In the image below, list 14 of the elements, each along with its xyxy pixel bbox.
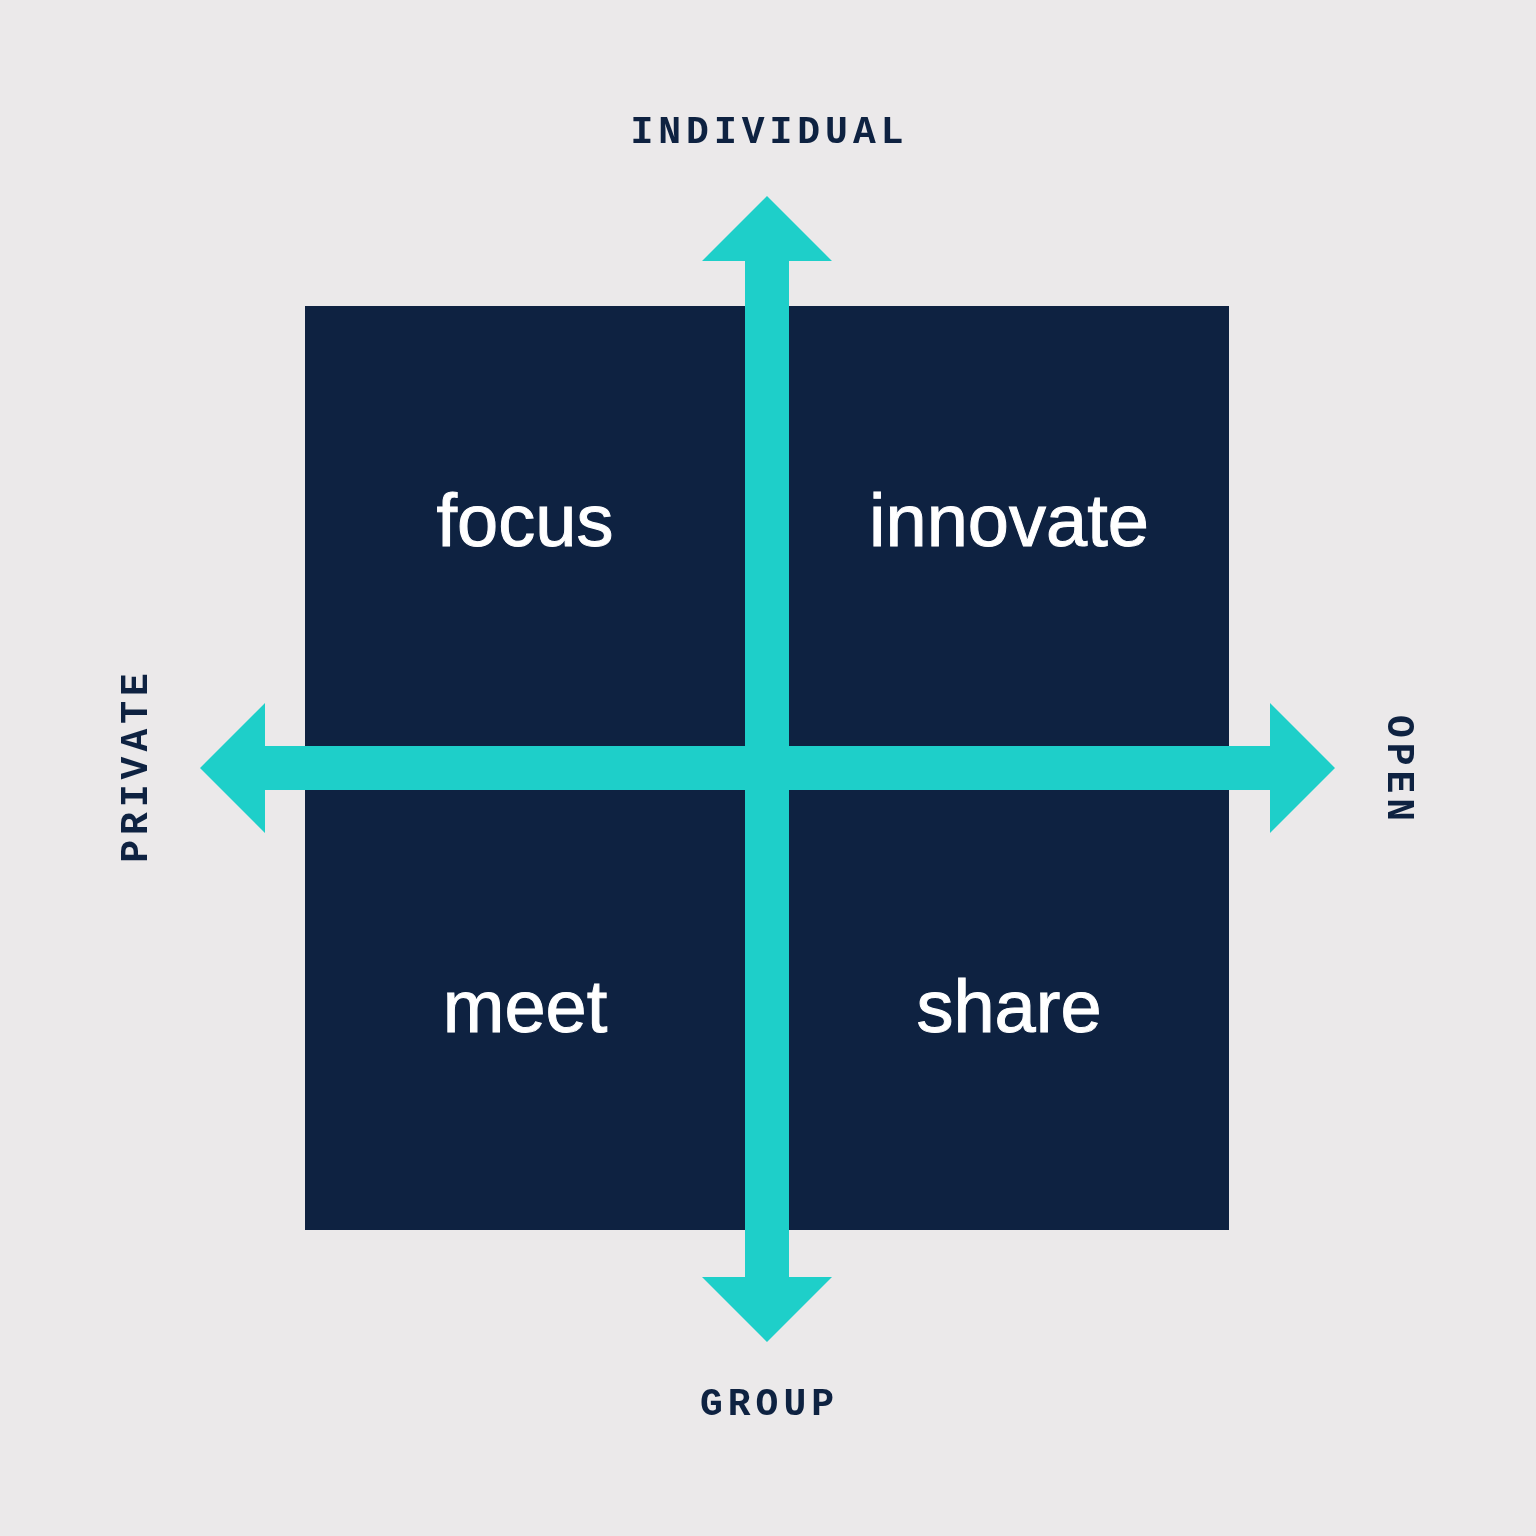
axis-label: PRIVATE <box>118 668 156 868</box>
double-headed-arrow <box>200 703 1335 833</box>
quadrant-panel <box>305 790 745 1230</box>
double-headed-arrow <box>702 196 832 1342</box>
quadrant-panel <box>789 790 1229 1230</box>
quadrant-panel <box>305 306 745 746</box>
quadrant-label: meet <box>442 970 608 1044</box>
quadrant-label: innovate <box>869 484 1149 558</box>
quadrant-label: share <box>916 970 1102 1044</box>
axis-label: INDIVIDUAL <box>625 114 909 152</box>
quadrant-label: focus <box>436 484 614 558</box>
axis-label: GROUP <box>695 1386 839 1424</box>
axis-label: OPEN <box>1379 709 1417 827</box>
quadrant-panel <box>789 306 1229 746</box>
